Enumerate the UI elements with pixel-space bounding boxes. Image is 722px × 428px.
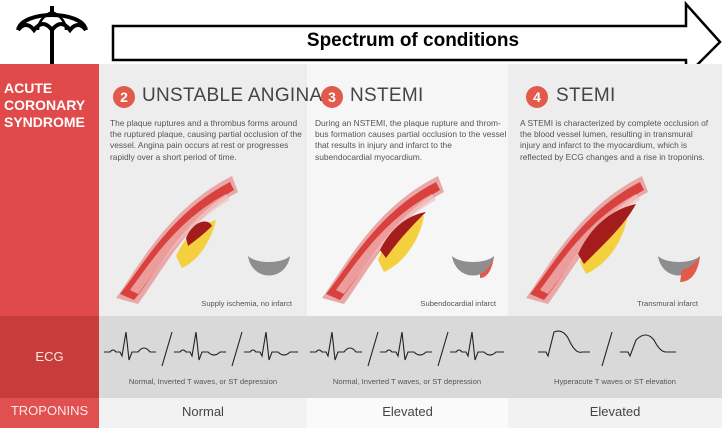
troponins-value: Normal: [182, 404, 224, 419]
ecg-caption: Normal, Inverted T waves, or ST depressi…: [332, 377, 482, 386]
condition-number: 2: [113, 86, 135, 108]
artery-illustration: [116, 176, 238, 304]
troponins-cell: [508, 398, 722, 428]
troponins-cell: [307, 398, 508, 428]
acs-column: [0, 64, 99, 428]
ecg-trace: [104, 331, 298, 367]
banner-title: Spectrum of conditions: [306, 30, 520, 51]
troponins-row-label: TROPONINS: [10, 403, 89, 418]
acs-title-line: ACUTE: [4, 80, 53, 96]
ecg-caption: Normal, Inverted T waves, or ST depressi…: [128, 377, 278, 386]
troponins-cell: [99, 398, 307, 428]
artery-illustration: [526, 176, 648, 304]
troponins-value: Elevated: [382, 404, 433, 419]
condition-title: UNSTABLE ANGINA: [142, 85, 323, 106]
condition-description: A STEMI is characterized by complete occ…: [520, 118, 709, 162]
acs-title: ACUTE CORONARY SYNDROME: [4, 80, 99, 131]
ecg-trace: [538, 330, 676, 367]
heart-wall-icon: [452, 256, 494, 278]
troponins-value: Elevated: [589, 404, 641, 419]
infarct-caption: Transmural infarct: [637, 299, 698, 308]
ecg-row-label: ECG: [35, 349, 64, 364]
condition-number: 4: [526, 86, 548, 108]
ecg-trace: [310, 331, 504, 367]
acs-title-line: SYNDROME: [4, 114, 85, 130]
heart-wall-icon: [248, 256, 290, 276]
infarct-caption: Subendocardial infarct: [420, 299, 496, 308]
condition-title: STEMI: [556, 85, 616, 106]
condition-description: The plaque ruptures and a thrombus forms…: [110, 118, 302, 162]
heart-wall-icon: [658, 256, 700, 282]
ecg-caption: Hyperacute T waves or ST elevation: [554, 377, 676, 386]
ecg-row: [99, 316, 722, 398]
acs-title-line: CORONARY: [4, 97, 86, 113]
infarct-caption: Supply ischemia, no infarct: [201, 299, 292, 308]
condition-description: During an NSTEMI, the plaque rupture and…: [315, 118, 507, 162]
artery-illustration: [322, 176, 444, 304]
arrow-icon: [111, 0, 722, 80]
condition-title: NSTEMI: [350, 85, 424, 106]
condition-number: 3: [321, 86, 343, 108]
